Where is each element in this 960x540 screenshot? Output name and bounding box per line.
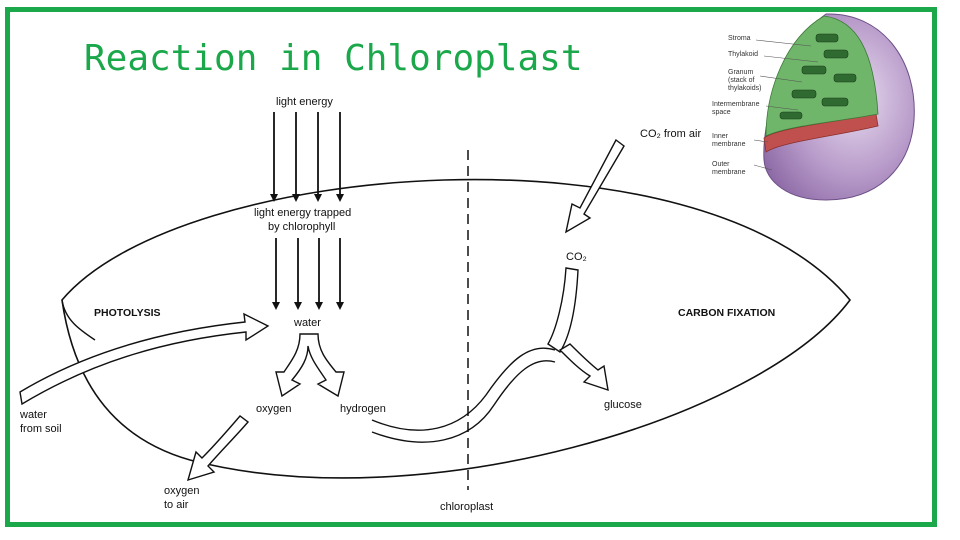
label-co2-from-air: CO₂ from air [640,128,701,140]
inset-label-granum-3: thylakoids) [728,85,761,92]
label-oxygen-to-air-2: to air [164,499,189,511]
chloroplast-outline [61,178,852,479]
inset-label-outer-1: Outer [712,161,730,168]
light-energy-arrows [270,112,344,202]
label-oxygen: oxygen [256,403,291,415]
label-light-energy: light energy [276,96,333,108]
inset-label-granum-2: (stack of [728,77,755,84]
inset-label-intermembrane-1: Intermembrane [712,101,760,108]
label-co2: CO₂ [566,251,587,263]
water-from-soil-arrow [19,312,270,406]
trapped-energy-arrows [272,238,344,310]
inset-label-granum-1: Granum [728,69,753,76]
chloroplast-structure-inset: Stroma Thylakoid Granum (stack of thylak… [712,13,915,201]
label-photolysis: PHOTOLYSIS [94,307,161,319]
label-water-from-soil-2: from soil [20,423,62,435]
label-glucose: glucose [604,399,642,411]
label-hydrogen: hydrogen [340,403,386,415]
grana-stacks [779,33,857,120]
water-split-arrow [275,333,345,398]
label-water-from-soil-1: water [19,409,47,421]
inner-membrane-rim [763,113,879,153]
co2-from-air-arrow [564,138,625,234]
hydrogen-to-glucose-path-inner [371,360,556,443]
label-oxygen-to-air-1: oxygen [164,485,199,497]
hydrogen-to-glucose-path [371,347,556,431]
co2-to-glucose-arrow [547,267,579,353]
slide-border [5,7,937,527]
inset-label-outer-2: membrane [712,169,746,176]
oxygen-to-air-arrow [186,415,250,482]
inset-leader-lines [753,39,819,171]
glucose-arrowhead [558,343,609,392]
chloroplast-left-tip [61,299,96,341]
inset-label-thylakoid: Thylakoid [728,51,758,58]
inset-label-intermembrane-2: space [712,109,731,116]
inset-label-stroma: Stroma [728,35,751,42]
label-trapped-2: by chlorophyll [268,221,335,233]
label-carbon-fixation: CARBON FIXATION [678,307,775,319]
label-trapped-1: light energy trapped [254,207,351,219]
label-water: water [293,317,321,329]
inset-label-inner-2: membrane [712,141,746,148]
slide-title: Reaction in Chloroplast [84,38,583,79]
label-chloroplast: chloroplast [440,501,493,513]
stroma-interior [765,15,879,137]
inset-label-inner-1: Inner [712,133,729,140]
